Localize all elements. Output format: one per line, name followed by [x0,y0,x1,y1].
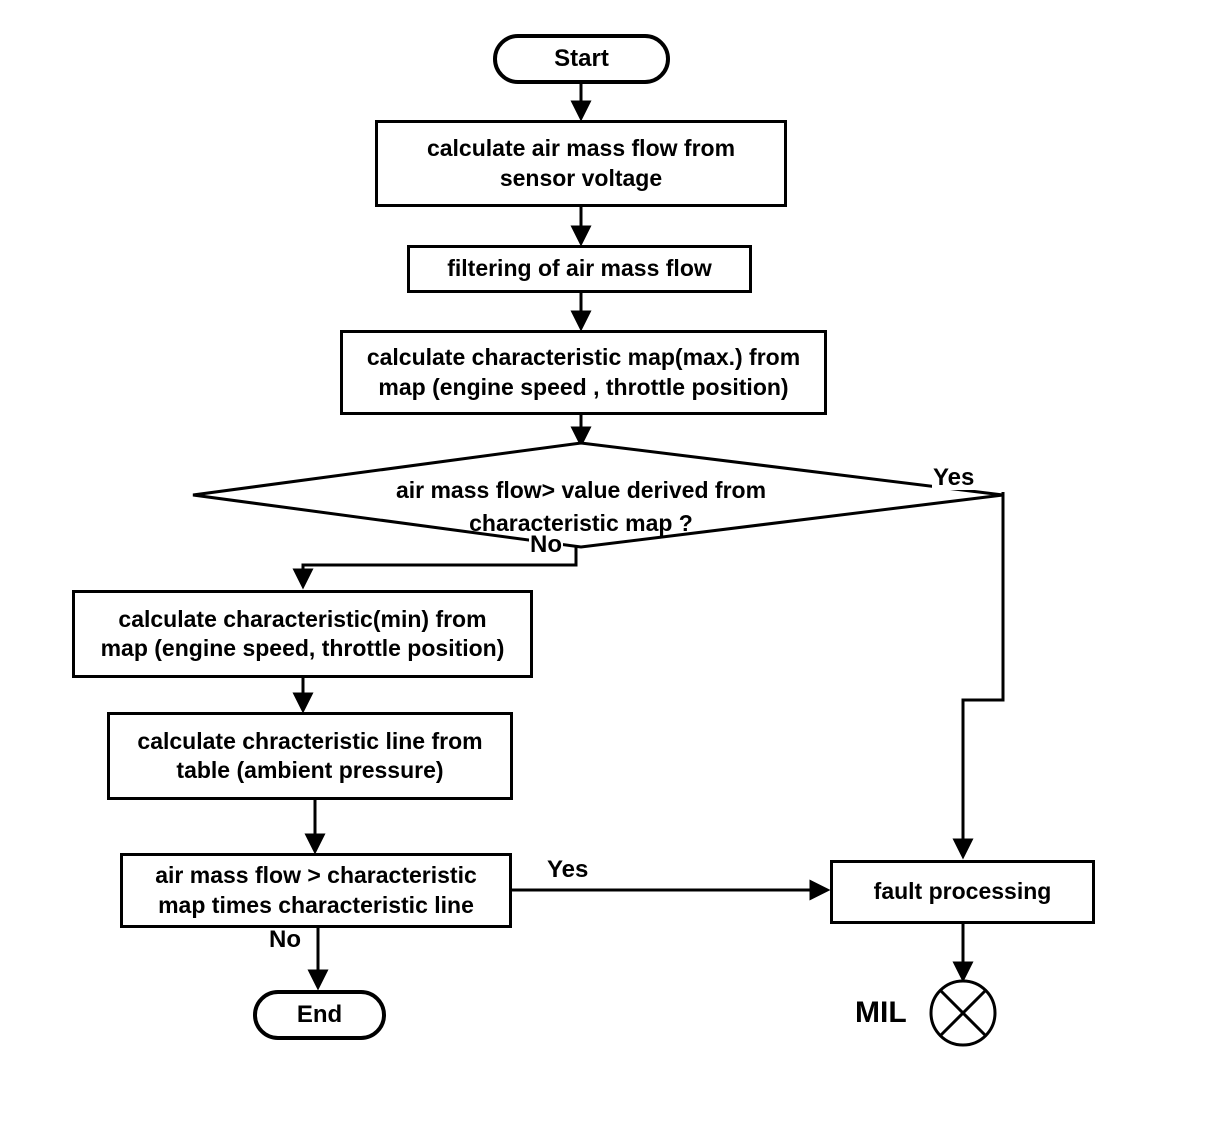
node-fault-processing-label: fault processing [873,878,1052,905]
mil-label: MIL [855,996,907,1029]
connector-decision-yes-to-fault [952,492,1005,860]
node-calculate-characteristic-map-max[interactable]: calculate characteristic map(max.) from … [340,330,827,415]
node-end-label: End [296,1000,343,1028]
node-decision-characteristic-line[interactable]: air mass flow > characteristic map times… [120,853,512,928]
node-calculate-characteristic-min-label: calculate characteristic(min) from map (… [100,605,505,661]
node-calculate-air-mass-flow-label: calculate air mass flow from sensor volt… [426,135,736,191]
edge-label-map-no: No [529,531,563,558]
node-decision-map-label: air mass flow> value derived from charac… [395,477,767,537]
node-calculate-characteristic-map-max-label: calculate characteristic map(max.) from … [366,344,801,400]
edge-label-map-yes: Yes [932,464,976,491]
node-calculate-air-mass-flow[interactable]: calculate air mass flow from sensor volt… [375,120,787,207]
node-calculate-characteristic-min[interactable]: calculate characteristic(min) from map (… [72,590,533,678]
node-filtering-air-mass-flow-label: filtering of air mass flow [447,255,712,282]
node-filtering-air-mass-flow[interactable]: filtering of air mass flow [407,245,752,293]
node-fault-processing[interactable]: fault processing [830,860,1095,924]
node-start-label: Start [554,44,609,72]
mil-indicator-icon [929,979,997,1047]
node-start[interactable]: Start [493,34,670,84]
node-calculate-characteristic-line-label: calculate chracteristic line from table … [137,727,483,783]
edge-label-line-yes: Yes [546,856,590,883]
node-decision-characteristic-line-label: air mass flow > characteristic map times… [155,862,477,918]
node-end[interactable]: End [253,990,386,1040]
node-calculate-characteristic-line[interactable]: calculate chracteristic line from table … [107,712,513,800]
edge-label-line-no: No [268,926,302,953]
